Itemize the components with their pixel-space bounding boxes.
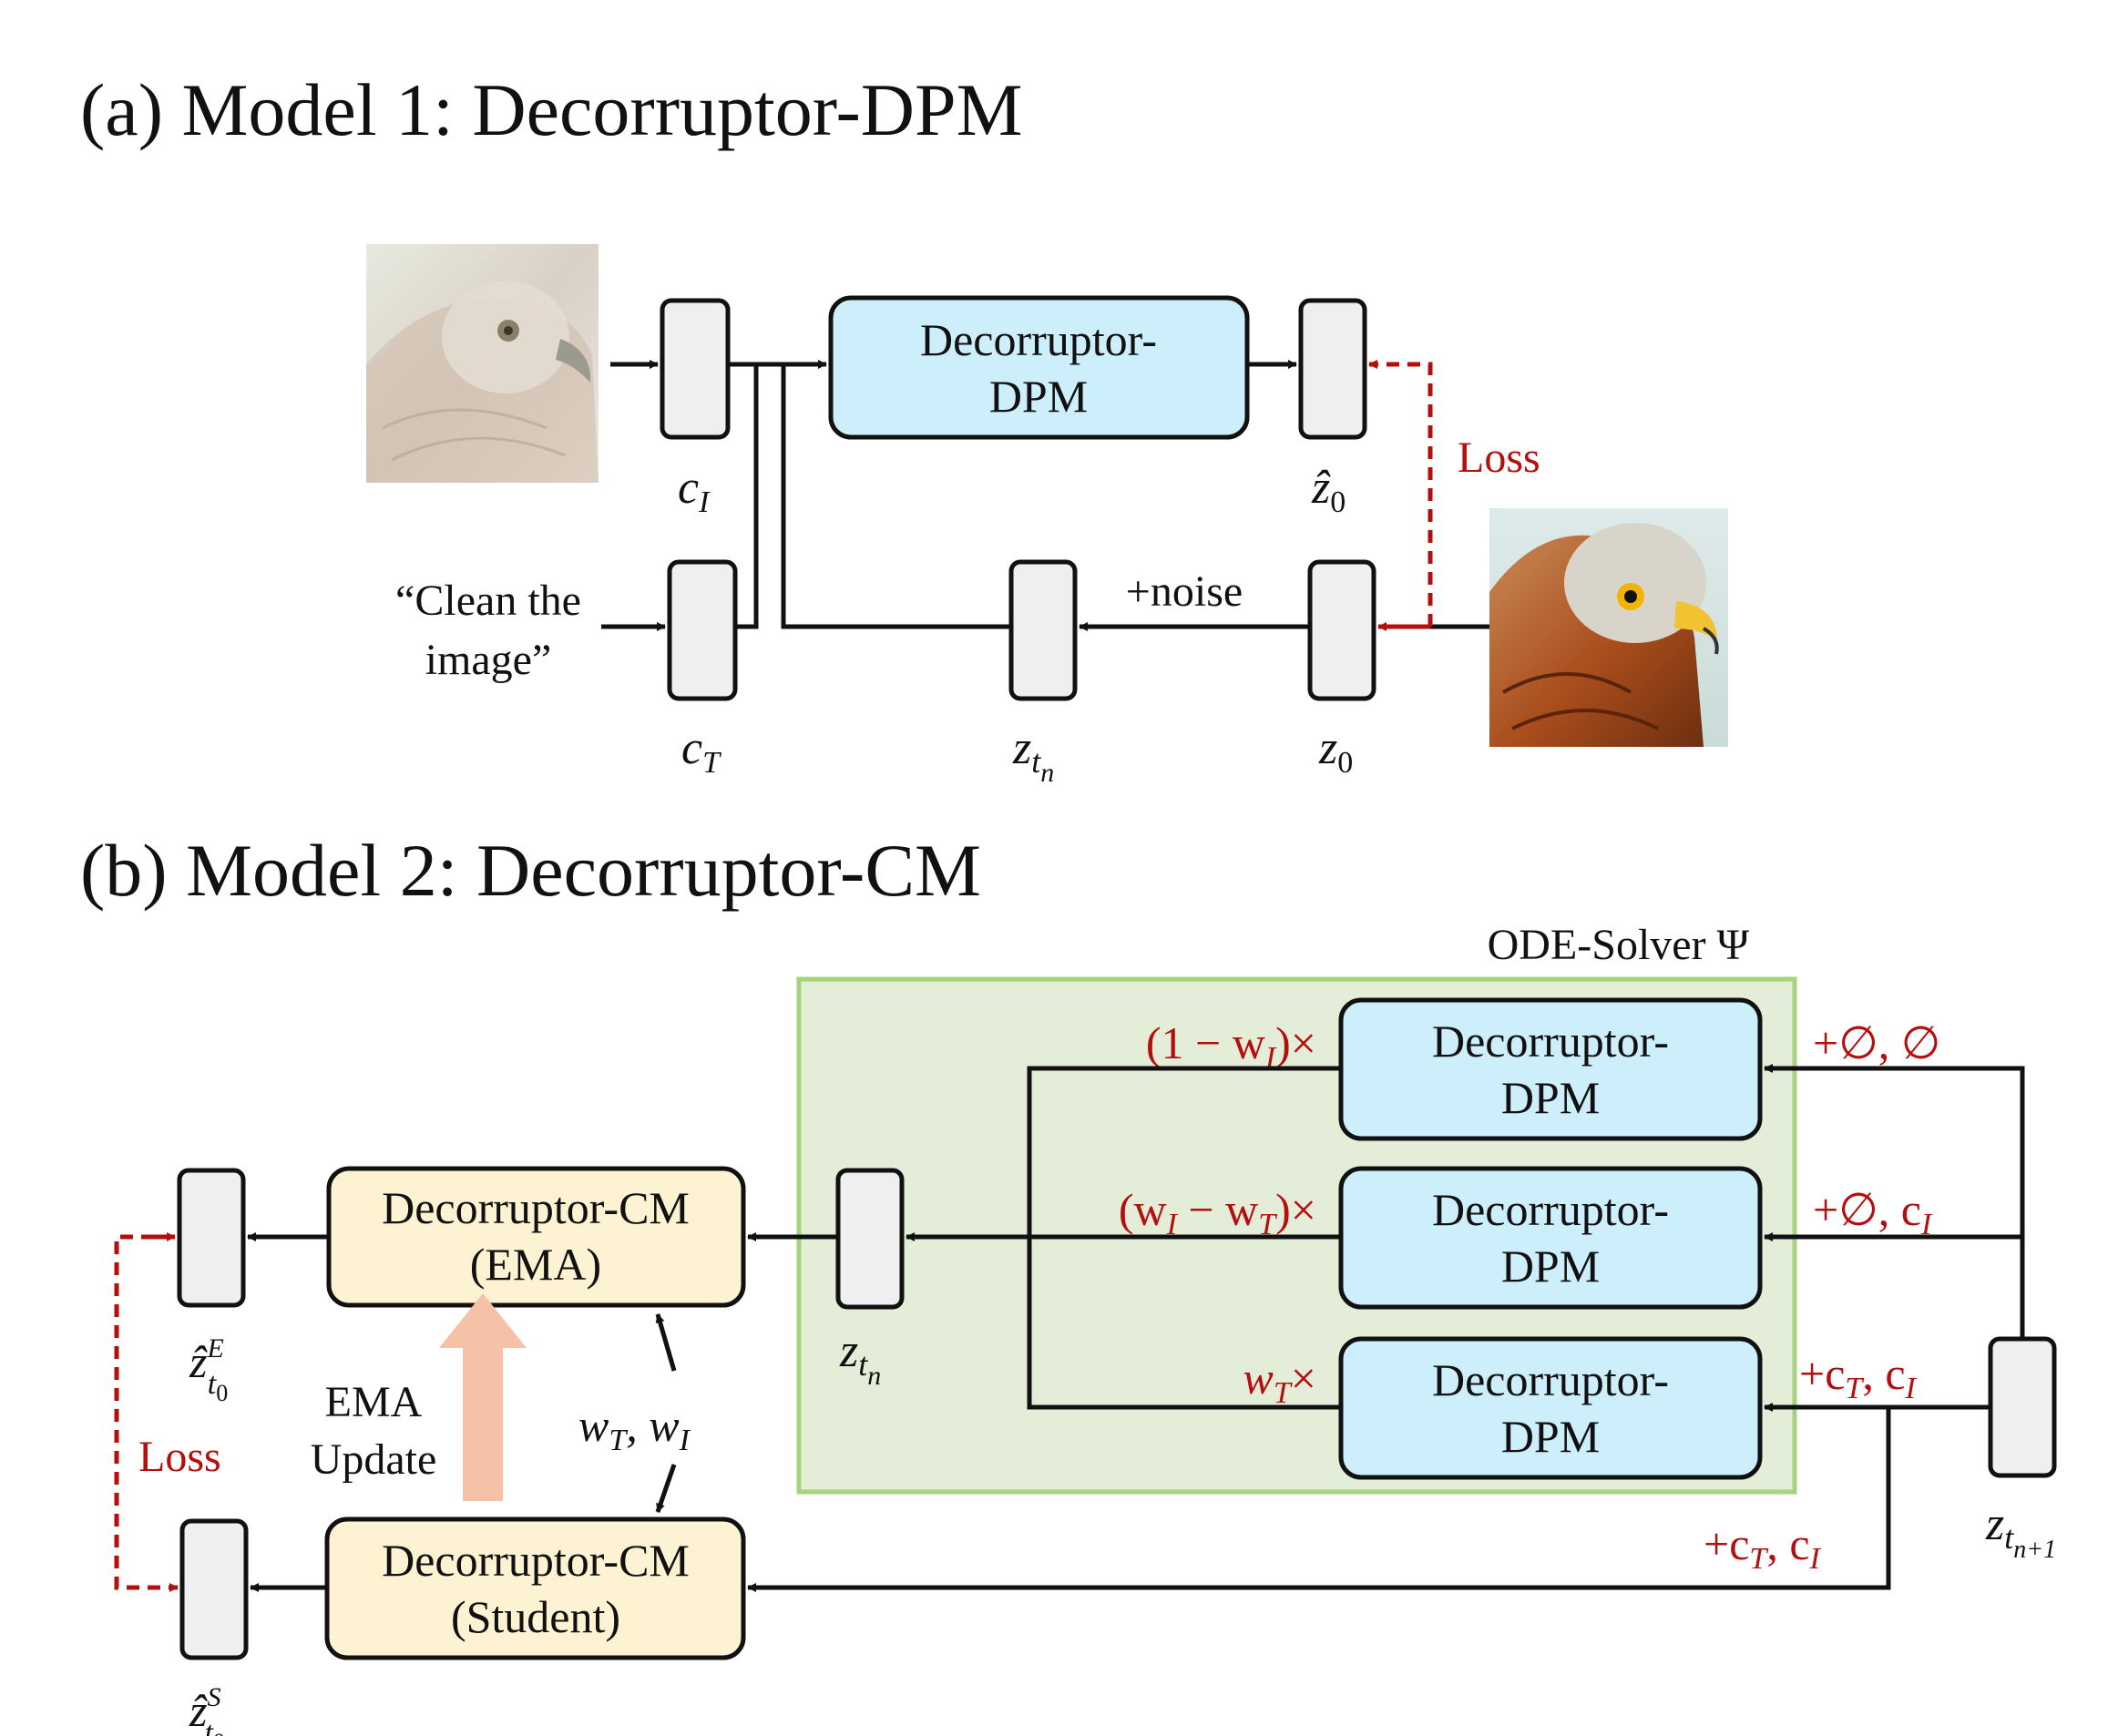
cond-top-label: +∅, ∅ bbox=[1813, 1017, 1940, 1068]
dpm-bot-line2: DPM bbox=[1501, 1411, 1600, 1462]
coef-mid-label: (wI − wT)× bbox=[1119, 1184, 1316, 1241]
z-tn1-block bbox=[1988, 1336, 2057, 1478]
decorruptor-dpm-block-a bbox=[828, 295, 1250, 440]
clean-bird-image-icon bbox=[1489, 508, 1728, 747]
cond-bot-label: +cT, cI bbox=[1799, 1348, 1918, 1405]
dpm-top-line1: Decorruptor- bbox=[1432, 1016, 1669, 1067]
c-i-label: cI bbox=[678, 462, 711, 519]
z-tn-label-a: ztn bbox=[1012, 722, 1054, 788]
z-tn-block-a bbox=[1008, 559, 1078, 701]
dpm-top-line2: DPM bbox=[1501, 1072, 1600, 1123]
dpm-mid-line2: DPM bbox=[1501, 1241, 1600, 1292]
loss-connections-b bbox=[114, 1234, 179, 1592]
cm-ema-line1: Decorruptor-CM bbox=[382, 1182, 690, 1233]
text-prompt-line2: image” bbox=[425, 636, 552, 684]
ema-update-line1: EMA bbox=[325, 1378, 423, 1426]
loss-connections-a bbox=[1368, 360, 1489, 631]
cond-student-label: +cT, cI bbox=[1704, 1518, 1822, 1576]
loss-label-a: Loss bbox=[1458, 434, 1540, 482]
dpm-bot-line1: Decorruptor- bbox=[1432, 1354, 1669, 1405]
c-t-block bbox=[667, 559, 738, 701]
text-prompt-line1: “Clean the bbox=[395, 577, 581, 625]
connections-b bbox=[247, 1064, 2025, 1592]
z-hat-s-block bbox=[179, 1518, 249, 1660]
coef-top-label: (1 − wI)× bbox=[1146, 1017, 1316, 1075]
cm-student-line1: Decorruptor-CM bbox=[382, 1535, 690, 1586]
cm-ema-line2: (EMA) bbox=[470, 1239, 601, 1290]
panel-b-title: (b) Model 2: Decorruptor-CM bbox=[80, 829, 981, 912]
noise-label: +noise bbox=[1126, 567, 1243, 616]
ema-update-line2: Update bbox=[311, 1435, 437, 1484]
coef-bot-label: wT× bbox=[1243, 1353, 1316, 1410]
c-t-label: cT bbox=[681, 722, 721, 780]
z-hat-0-label: ẑ0 bbox=[1311, 462, 1346, 519]
connections-a bbox=[601, 360, 1310, 631]
ode-solver-label: ODE-Solver Ψ bbox=[1488, 921, 1750, 969]
loss-label-b: Loss bbox=[138, 1433, 221, 1481]
dpm-mid-line1: Decorruptor- bbox=[1432, 1184, 1669, 1235]
z-hat-s-label: ẑSt0 bbox=[189, 1682, 225, 1736]
dpm-label-line2-a: DPM bbox=[989, 371, 1088, 422]
panel-a-title: (a) Model 1: Decorruptor-DPM bbox=[80, 68, 1023, 151]
cm-student-line2: (Student) bbox=[451, 1591, 620, 1642]
c-i-block bbox=[660, 298, 731, 440]
z-tn1-label: ztn+1 bbox=[1985, 1498, 2056, 1564]
z-hat-0-block bbox=[1298, 298, 1367, 440]
z-hat-e-block bbox=[177, 1168, 246, 1308]
cond-mid-label: +∅, cI bbox=[1813, 1184, 1933, 1241]
z-tn-label-b: ztn bbox=[839, 1325, 881, 1391]
z-0-block bbox=[1307, 559, 1376, 701]
dpm-label-line1-a: Decorruptor- bbox=[920, 314, 1157, 365]
weights-label: wT, wI bbox=[578, 1400, 691, 1457]
ema-update-arrow-icon bbox=[439, 1293, 527, 1501]
z-tn-block-b bbox=[835, 1168, 905, 1310]
faded-bird-image-icon bbox=[366, 244, 599, 483]
z-0-label: z0 bbox=[1318, 722, 1353, 780]
